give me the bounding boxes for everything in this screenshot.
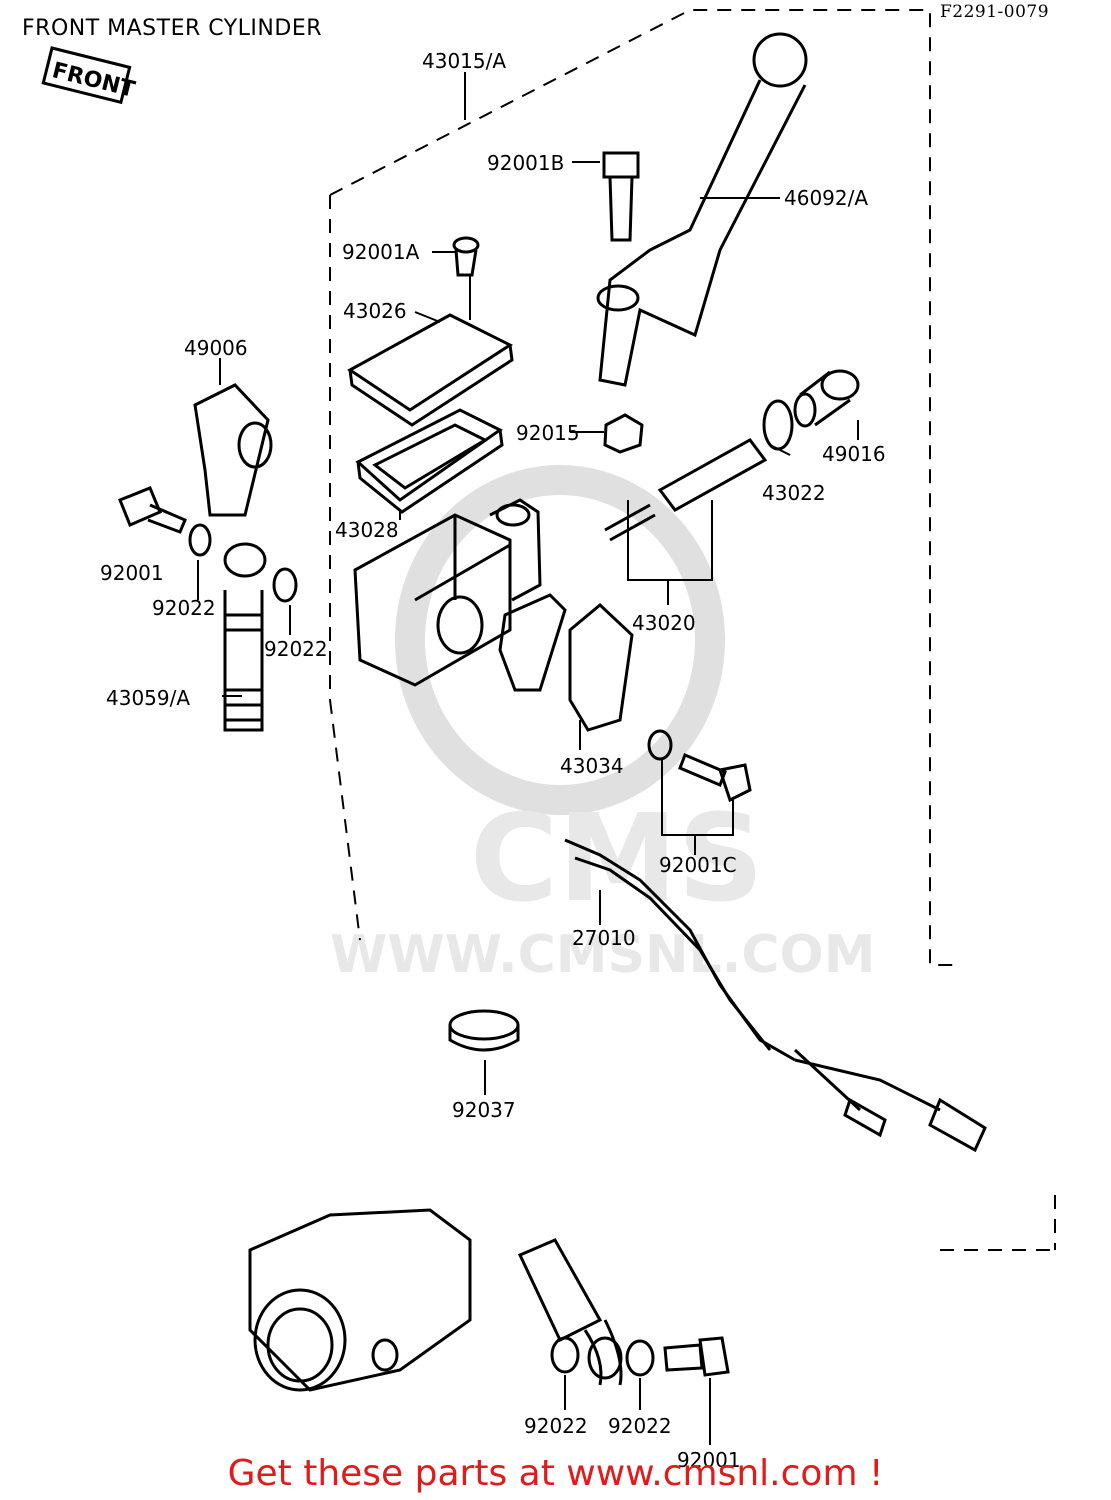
promo-link[interactable]: Get these parts at www.cmsnl.com ! bbox=[227, 1453, 884, 1494]
watermark-url: WWW.CMSNL.COM bbox=[330, 925, 875, 985]
brake-caliper bbox=[248, 1208, 472, 1392]
callout-43015-a: 43015/A bbox=[422, 49, 506, 73]
cap-screw bbox=[452, 236, 480, 277]
callout-92001c: 92001C bbox=[659, 853, 737, 877]
dust-boot bbox=[793, 369, 860, 428]
circlip bbox=[762, 399, 794, 451]
washer-right bbox=[272, 567, 298, 603]
callout-43059-a: 43059/A bbox=[106, 686, 190, 710]
callout-92022-lower-right: 92022 bbox=[608, 1414, 672, 1438]
callout-92022-left: 92022 bbox=[152, 596, 216, 620]
callout-49016: 49016 bbox=[822, 442, 886, 466]
banjo-bolt bbox=[118, 486, 187, 534]
brake-lever bbox=[596, 32, 808, 387]
callout-43022: 43022 bbox=[762, 481, 826, 505]
diagram-code: F2291-0079 bbox=[940, 2, 1050, 22]
callout-43028: 43028 bbox=[335, 518, 399, 542]
callout-labels: 43015/A 92001B 46092/A 92001A 43026 4900… bbox=[100, 49, 886, 1472]
callout-92022-lower-left: 92022 bbox=[524, 1414, 588, 1438]
assembly-outline bbox=[329, 9, 960, 966]
callout-92001b: 92001B bbox=[487, 151, 564, 175]
callout-43020: 43020 bbox=[632, 611, 696, 635]
watermark-logo: CMS bbox=[470, 790, 764, 929]
banjo-cover bbox=[193, 383, 273, 517]
callout-46092-a: 46092/A bbox=[784, 186, 868, 210]
master-cylinder-body bbox=[353, 498, 542, 687]
brake-light-switch bbox=[564, 838, 987, 1153]
callout-92001: 92001 bbox=[100, 561, 164, 585]
callout-27010: 27010 bbox=[572, 926, 636, 950]
reservoir-cap bbox=[347, 313, 514, 427]
lower-washer-2 bbox=[625, 1339, 655, 1377]
brake-hose-lower bbox=[517, 1238, 623, 1386]
page-title: FRONT MASTER CYLINDER bbox=[22, 16, 323, 41]
grommet bbox=[448, 1009, 520, 1052]
brake-hose-upper bbox=[223, 542, 267, 732]
lower-banjo bbox=[587, 1336, 623, 1380]
callout-49006: 49006 bbox=[184, 336, 248, 360]
pivot-nut bbox=[603, 413, 644, 454]
watermark: CMS WWW.CMSNL.COM bbox=[330, 465, 875, 985]
callout-92001-lower: 92001 bbox=[677, 1448, 741, 1472]
callout-92022-right: 92022 bbox=[264, 637, 328, 661]
pivot-bolt bbox=[602, 151, 640, 242]
callout-92015: 92015 bbox=[516, 421, 580, 445]
callout-43026: 43026 bbox=[343, 299, 407, 323]
lower-banjo-bolt bbox=[663, 1336, 730, 1377]
washer-left bbox=[188, 523, 212, 557]
callout-92001a: 92001A bbox=[342, 240, 420, 264]
callout-92037: 92037 bbox=[452, 1098, 516, 1122]
diaphragm bbox=[355, 408, 504, 514]
lower-washer-1 bbox=[550, 1336, 580, 1374]
callout-43034: 43034 bbox=[560, 754, 624, 778]
handlebar-clamp bbox=[498, 593, 634, 732]
front-badge: FRONT bbox=[41, 46, 137, 105]
leader-lines bbox=[197, 72, 859, 1445]
switch-screw bbox=[647, 729, 752, 803]
